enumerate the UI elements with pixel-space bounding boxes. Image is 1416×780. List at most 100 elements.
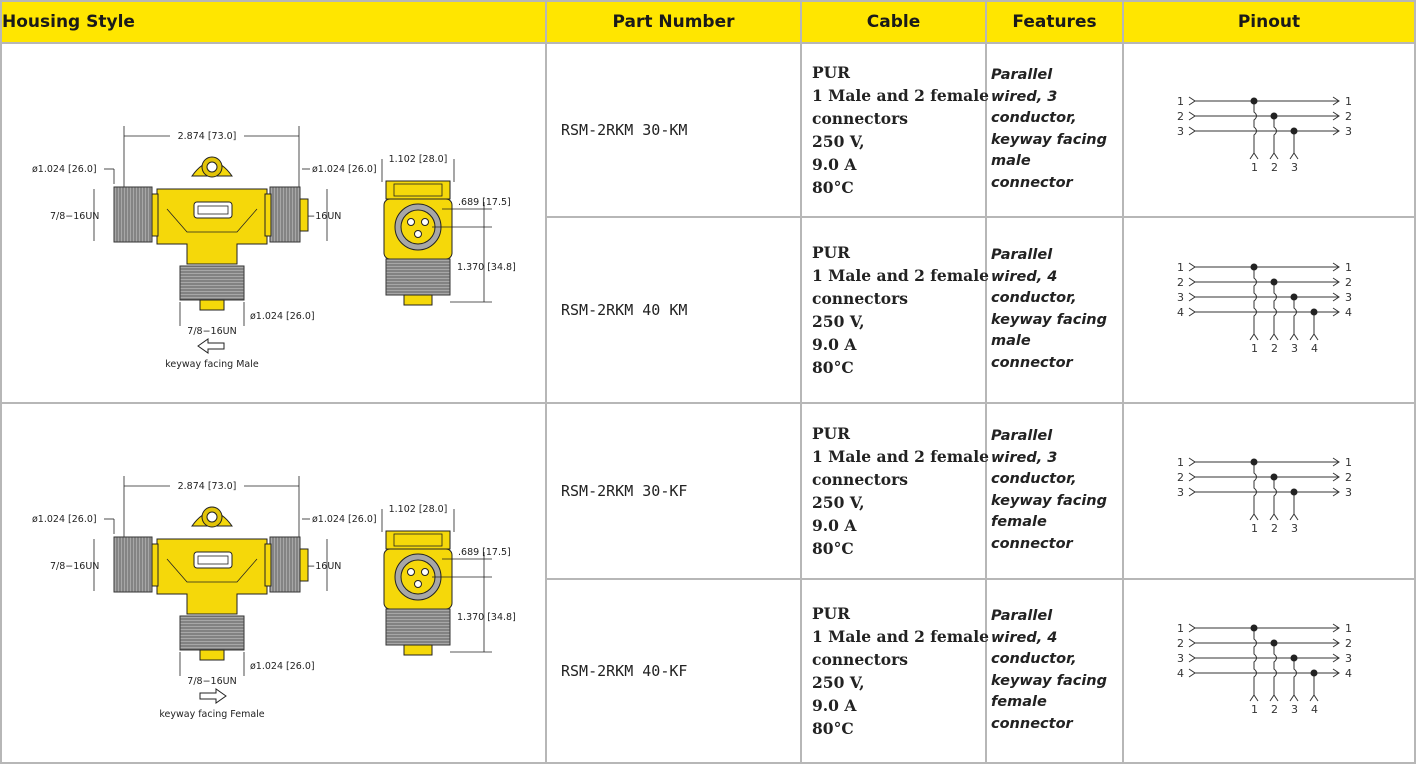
junction-dot: [1310, 308, 1318, 316]
pin-arrow: [1332, 277, 1340, 287]
keyway-arrow-icon: [197, 338, 225, 354]
tee-body: [156, 538, 268, 615]
dimension-label: 7/8−16UN: [292, 561, 341, 572]
bus-wire: [1273, 115, 1277, 153]
part-number-cell: RSM-2RKM 30-KF: [545, 402, 802, 580]
features-line: conductor,: [991, 290, 1077, 307]
features-line: keyway facing: [991, 672, 1108, 689]
features-line: connector: [991, 354, 1073, 371]
pin-arrow: [1332, 292, 1340, 302]
part-number: RSM-2RKM 30-KF: [561, 481, 688, 500]
pin-label: 3: [1177, 125, 1184, 138]
pin-label: 2: [1177, 471, 1184, 484]
keyway-arrow-icon: [199, 688, 227, 704]
pin-label: 1: [1177, 622, 1184, 635]
ribbed-nut: [113, 536, 153, 593]
pin-chevron: [1188, 457, 1196, 467]
bus-label: 3: [1291, 522, 1298, 535]
features-line: conductor,: [991, 110, 1077, 127]
bus-wire: [1293, 296, 1297, 334]
cable-line: connectors: [812, 469, 909, 489]
bus-label: 3: [1291, 161, 1298, 174]
pin-chevron: [1188, 292, 1196, 302]
pin-label: 3: [1177, 486, 1184, 499]
pin-label: 3: [1345, 291, 1352, 304]
bus-wire: [1273, 281, 1277, 334]
pin-arrow: [1332, 96, 1340, 106]
bus-fork: [1269, 152, 1279, 160]
features-line: wired, 4: [991, 268, 1058, 285]
features-line: Parallel: [991, 67, 1053, 84]
dimension-label: 7/8−16UN: [187, 676, 236, 687]
header-pinout: Pinout: [1122, 0, 1416, 44]
cable-line: 80°C: [812, 538, 854, 558]
cable-line: 250 V,: [812, 131, 865, 151]
cable-line: connectors: [812, 288, 909, 308]
junction-dot: [1290, 654, 1298, 662]
pin-label: 4: [1345, 306, 1352, 319]
features-line: connector: [991, 715, 1073, 732]
cable-line: 250 V,: [812, 311, 865, 331]
dimension-label: ø1.024 [26.0]: [250, 311, 315, 322]
part-number: RSM-2RKM 30-KM: [561, 120, 688, 139]
pin-label: 2: [1177, 637, 1184, 650]
part-number-cell: RSM-2RKM 40 KM: [545, 215, 802, 405]
cable-line: connectors: [812, 108, 909, 128]
dimension-label: ø1.024 [26.0]: [32, 514, 97, 525]
dimension-label: .689 [17.5]: [458, 197, 511, 208]
dimension-label: .689 [17.5]: [458, 547, 511, 558]
pin-arrow: [1332, 487, 1340, 497]
features-line: connector: [991, 174, 1073, 191]
bus-wire: [1273, 476, 1277, 514]
keyway-label: keyway facing Male: [165, 359, 259, 370]
dimension-label: 7/8−16UN: [292, 211, 341, 222]
bus-label: 4: [1311, 342, 1318, 355]
pin-label: 1: [1345, 261, 1352, 274]
pin-chevron: [1188, 262, 1196, 272]
pin-label: 1: [1345, 95, 1352, 108]
bus-label: 2: [1271, 522, 1278, 535]
pin-label: 2: [1345, 471, 1352, 484]
features-line: female: [991, 514, 1047, 531]
pin-label: 2: [1345, 276, 1352, 289]
bus-fork: [1249, 152, 1259, 160]
pin-arrow: [1332, 653, 1340, 663]
pin-label: 3: [1345, 652, 1352, 665]
bus-label: 2: [1271, 342, 1278, 355]
part-number: RSM-2RKM 40-KF: [561, 661, 688, 680]
pin-label: 1: [1345, 622, 1352, 635]
cable-line: 1 Male and 2 female: [812, 626, 989, 646]
bus-label: 1: [1251, 522, 1258, 535]
pin-chevron: [1188, 623, 1196, 633]
dimension-label: ø1.024 [26.0]: [312, 514, 377, 525]
bus-fork: [1309, 694, 1319, 702]
bus-wire: [1253, 100, 1257, 153]
dimension-label: 1.102 [28.0]: [389, 154, 448, 165]
cable-line: 250 V,: [812, 492, 865, 512]
pin-arrow: [1332, 472, 1340, 482]
dimension-label: 2.874 [73.0]: [178, 481, 237, 492]
features-line: keyway facing: [991, 492, 1108, 509]
pin-chevron: [1188, 668, 1196, 678]
bus-fork: [1289, 333, 1299, 341]
bus-label: 1: [1251, 342, 1258, 355]
dimension-label: 7/8−16UN: [187, 326, 236, 337]
junction-dot: [1270, 639, 1278, 647]
cable-line: 80°C: [812, 177, 854, 197]
label-window: [193, 201, 233, 219]
header-row: Housing Style Part Number Cable Features…: [0, 0, 1416, 44]
cable-line: 9.0 A: [812, 515, 857, 535]
header-part-number: Part Number: [545, 0, 802, 44]
dimension-label: 1.102 [28.0]: [389, 504, 448, 515]
bus-label: 2: [1271, 161, 1278, 174]
part-number-cell: RSM-2RKM 30-KM: [545, 42, 802, 218]
cable-line: 9.0 A: [812, 154, 857, 174]
pin-label: 2: [1345, 637, 1352, 650]
keyway-label: keyway facing Female: [159, 709, 264, 720]
